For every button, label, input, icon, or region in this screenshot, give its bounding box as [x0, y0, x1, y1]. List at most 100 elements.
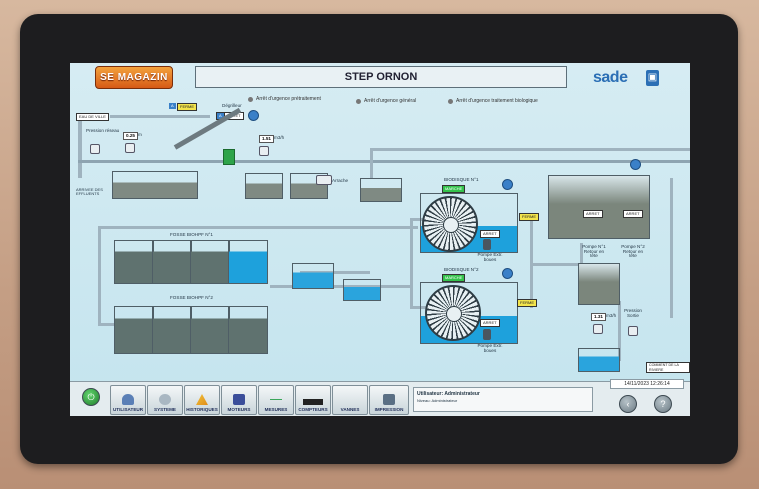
user-info-box: Utilisateur: Administrateur Niveau: Admi…: [413, 387, 593, 412]
gauge-icon[interactable]: [125, 143, 135, 153]
logo: SE MAGAZIN: [95, 66, 173, 89]
bio1-disk-icon[interactable]: [422, 196, 478, 252]
user-icon: [122, 394, 134, 405]
pipe: [370, 148, 373, 178]
warning-icon: [196, 394, 208, 405]
fosse1-label: FOSSE BIOHPF N°1: [170, 232, 213, 237]
pompe2-label: Pompe N°2 Retour en tête: [621, 244, 645, 259]
measure-icon: [270, 394, 282, 405]
bio1-valve-badge[interactable]: FERME: [519, 213, 539, 221]
pompe1-label: Pompe N°1 Retour en tête: [582, 244, 606, 259]
bio1-gear-icon[interactable]: [502, 179, 513, 190]
help-button[interactable]: ?: [654, 395, 672, 413]
alarm-biologique[interactable]: Arrêt d'urgence traitement biologique: [448, 98, 538, 104]
bio1-pump-state[interactable]: ARRET: [480, 230, 500, 238]
datetime-display: 14/11/2023 12:26:14: [610, 379, 684, 389]
pression-reseau-label: Pression réseau: [86, 128, 120, 133]
fosse1-cell: [152, 240, 192, 284]
comment-label: COMMENT DE LA RIVIERE: [646, 362, 690, 373]
pipe: [98, 323, 118, 326]
bio1-pump-icon[interactable]: [483, 239, 491, 250]
arrache-label: Arrache: [332, 178, 349, 183]
outlet-tank: [578, 348, 620, 372]
flow-value: 1.51: [259, 135, 274, 143]
back-button[interactable]: ‹: [619, 395, 637, 413]
user-name: Utilisateur: Administrateur: [417, 391, 480, 397]
system-icon: [159, 394, 171, 405]
home-button[interactable]: ⏻: [82, 388, 100, 406]
arrache-device-icon[interactable]: [316, 175, 332, 185]
waste-bin-icon: [223, 149, 235, 165]
pipe: [78, 118, 82, 178]
user-level: Niveau: Administrateur: [417, 398, 458, 403]
vanne-state-badge[interactable]: FERME: [177, 103, 197, 111]
pression-sortie-label: Pression Sortie: [624, 308, 642, 318]
brand-badge-icon: ▣: [646, 70, 659, 86]
nav-compteurs-button[interactable]: COMPTEURS: [295, 385, 331, 415]
fosse1-cell: [228, 240, 268, 284]
fosse2-cell: [190, 306, 230, 354]
outflow-sensor-icon[interactable]: [593, 324, 603, 334]
motor-icon: [233, 394, 245, 405]
degrilleur-gear-icon[interactable]: [248, 110, 259, 121]
bio2-label: BIODISQUE N°2: [444, 267, 479, 272]
pompe2-state[interactable]: ARRET: [623, 210, 643, 218]
valve-icon: [344, 396, 356, 403]
channel-tank: [245, 173, 283, 199]
pipe: [270, 285, 410, 288]
bio2-valve-badge[interactable]: FERME: [517, 299, 537, 307]
degrilleur-label: Dégrilleur: [222, 103, 242, 108]
flow-unit: m3/h: [274, 135, 285, 140]
pipe: [300, 271, 370, 274]
nav-vannes-button[interactable]: VANNES: [332, 385, 368, 415]
bio2-disk-icon[interactable]: [425, 285, 481, 341]
flow-sensor-icon[interactable]: [259, 146, 269, 156]
page-title: STEP ORNON: [195, 66, 567, 88]
channel-tank: [112, 171, 198, 199]
pipe: [98, 226, 101, 326]
alarm-dot-icon: [448, 98, 453, 104]
clarifier-tank: [548, 175, 650, 239]
bio2-pump-label: Pompe Extr. boues: [477, 343, 503, 353]
pressure-unit: m: [138, 132, 142, 137]
pipe: [370, 148, 690, 151]
bio2-state-badge[interactable]: MARCHE: [442, 274, 466, 282]
nav-mesures-button[interactable]: MESURES: [258, 385, 294, 415]
nav-utilisateur-button[interactable]: UTILISATEUR: [110, 385, 146, 415]
bio1-state-badge[interactable]: MARCHE: [442, 185, 466, 193]
fosse2-cell: [228, 306, 268, 354]
arrivee-label: ARRIVEE DES EFFLUENTS: [76, 187, 103, 196]
fosse2-cell: [152, 306, 192, 354]
bio2-pump-state[interactable]: ARRET: [480, 319, 500, 327]
nav-moteurs-button[interactable]: MOTEURS: [221, 385, 257, 415]
nav-impression-button[interactable]: IMPRESSION: [369, 385, 409, 415]
clarifier-gear-icon[interactable]: [630, 159, 641, 170]
buffer-tank: [292, 263, 334, 289]
nav-systeme-button[interactable]: SYSTEME: [147, 385, 183, 415]
brand-logo: sade: [593, 69, 628, 86]
outflow-unit: m3/h: [606, 313, 617, 318]
pressure-sensor-icon[interactable]: [90, 144, 100, 154]
outflow-value: 1.31: [591, 313, 606, 321]
pompe1-state[interactable]: ARRET: [583, 210, 603, 218]
fosse2-label: FOSSE BIOHPF N°2: [170, 295, 213, 300]
bio2-gear-icon[interactable]: [502, 268, 513, 279]
channel-tank: [360, 178, 402, 202]
print-icon: [383, 394, 395, 405]
fosse1-cell: [190, 240, 230, 284]
fosse1-cell: [114, 240, 154, 284]
alarm-dot-icon: [248, 96, 253, 102]
eau-de-ville-label: EAU DE VILLE: [76, 113, 109, 121]
alarm-pretraitement[interactable]: Arrêt d'urgence prétraitement: [248, 96, 321, 102]
alarm-dot-icon: [356, 98, 361, 104]
pipe: [98, 226, 418, 229]
nav-historiques-button[interactable]: HISTORIQUES: [184, 385, 220, 415]
pipe: [670, 178, 673, 318]
vanne-mode-icon[interactable]: A: [169, 103, 176, 109]
bio2-pump-icon[interactable]: [483, 329, 491, 340]
pipe: [618, 301, 621, 361]
outlet-pressure-icon[interactable]: [628, 326, 638, 336]
counter-icon: [303, 399, 323, 405]
bio1-pump-label: Pompe Extr. boues: [477, 252, 503, 262]
alarm-general[interactable]: Arrêt d'urgence général: [356, 98, 416, 104]
